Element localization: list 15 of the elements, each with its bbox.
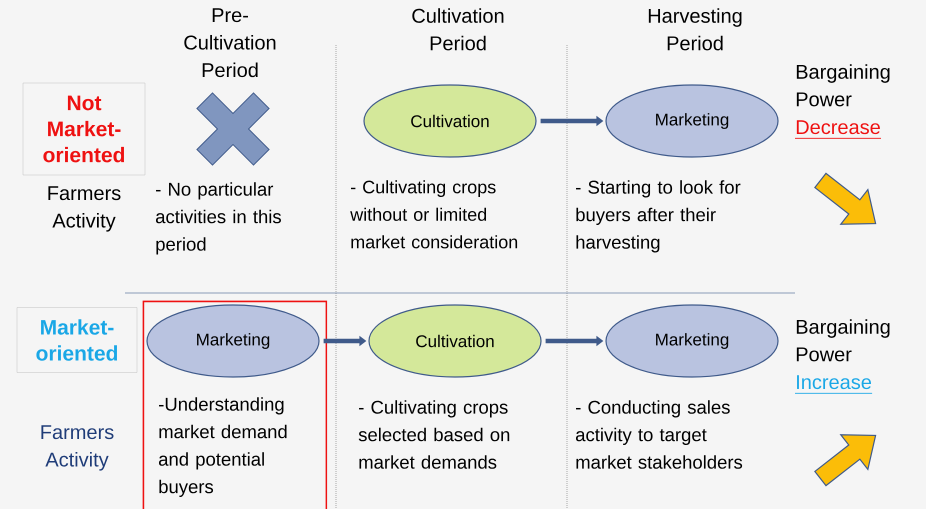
description-text: - Cultivating crops selected based on market demands [358,400,510,469]
description-text: - Cultivating crops without or limited market consideration [350,180,518,248]
description-text: - No particular activities in this period [156,182,281,254]
column-heading: Harvesting Period [648,8,742,50]
outcome-text: Bargaining Power [796,319,890,362]
outcome-link: Increase [794,375,873,394]
column-heading: Pre- Cultivation Period [184,8,276,78]
description-text: - Conducting sales activity to target market stakeholders [576,400,742,469]
outcome-link: Decrease [794,120,882,139]
label-box: Not Market-oriented [22,82,146,176]
label-box: Market-oriented [16,307,138,373]
description-text: - Starting to look for buyers after their harvesting [576,180,740,252]
outcome-text: Bargaining Power [796,64,890,106]
column-heading: Cultivation Period [412,8,504,50]
row-label: Farmers Activity [41,425,114,471]
